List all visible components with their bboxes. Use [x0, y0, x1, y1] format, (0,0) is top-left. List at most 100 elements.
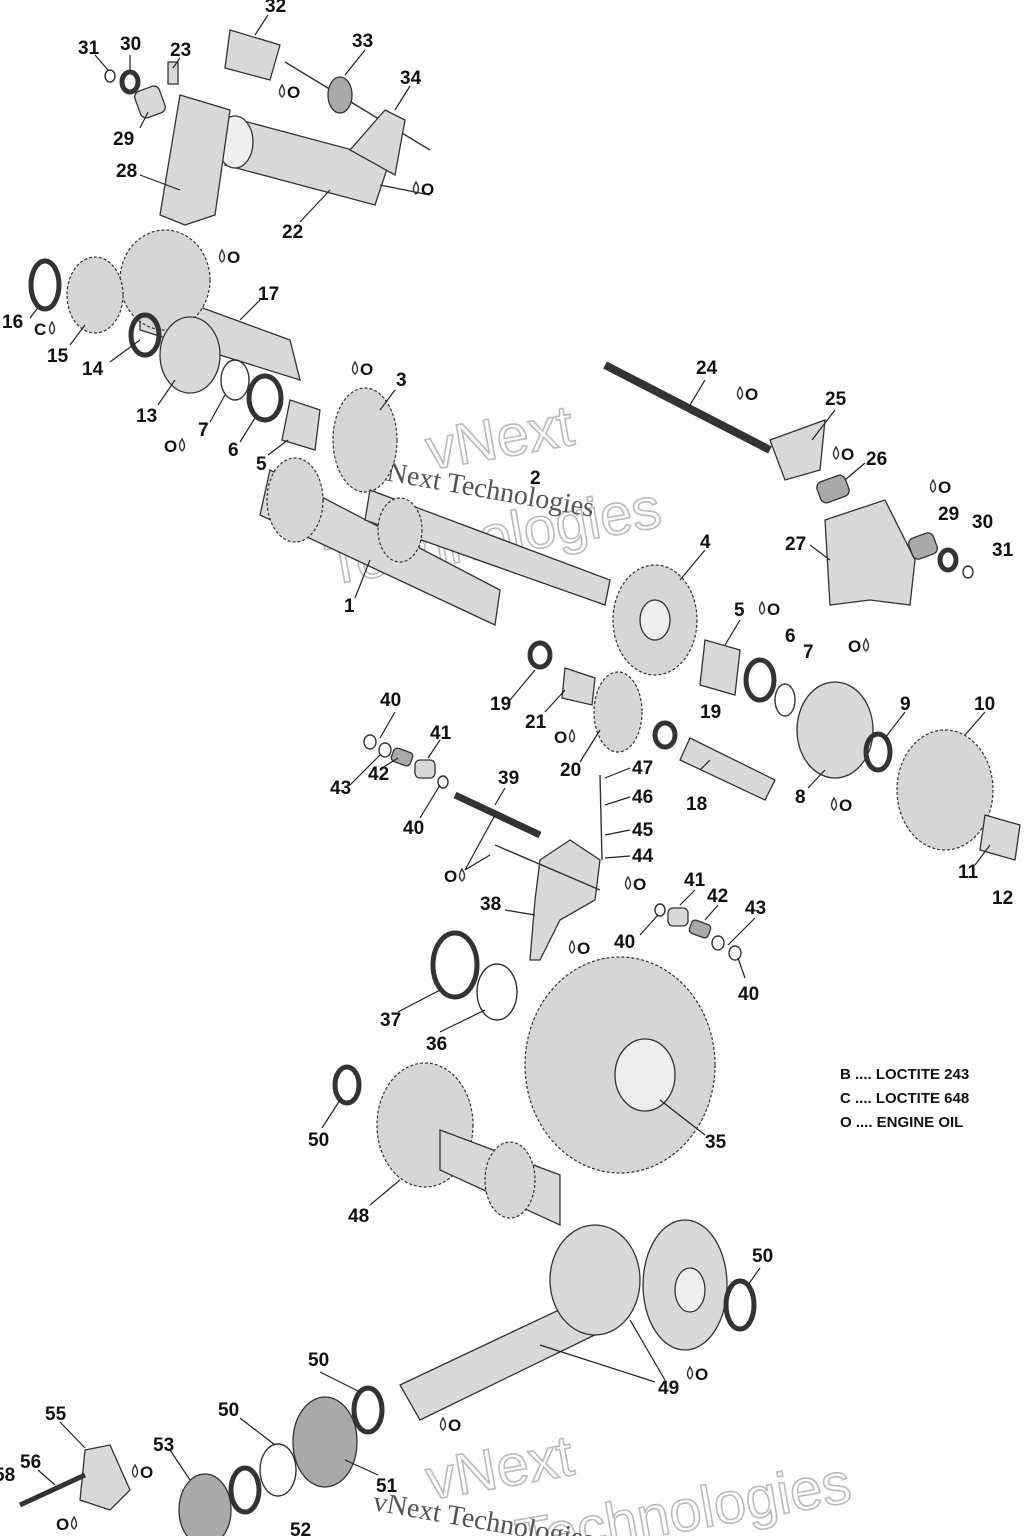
svg-text:O: O [140, 1463, 153, 1482]
svg-text:O: O [287, 83, 300, 102]
callout-45: 45 [632, 820, 654, 841]
callout-43a: 43 [330, 778, 351, 799]
bushing-21 [561, 667, 596, 706]
oil-marker-7: O [832, 445, 854, 464]
callout-3: 3 [396, 370, 407, 391]
callout-29a: 29 [113, 129, 134, 150]
callout-50d: 50 [218, 1400, 239, 1421]
leader-lines [29, 14, 991, 1486]
oil-marker-10: O [848, 637, 870, 656]
shift-fork-28 [159, 94, 231, 226]
svg-text:O: O [577, 939, 590, 958]
gear-on-shaft-1 [266, 457, 324, 543]
shift-fork-55 [79, 1444, 131, 1511]
oil-marker-11: O [554, 728, 576, 747]
svg-text:O: O [745, 385, 758, 404]
callout-38: 38 [480, 894, 501, 915]
callout-19a: 19 [490, 694, 511, 715]
legend-loctite-648: C .... LOCTITE 648 [840, 1090, 970, 1107]
callout-41b: 41 [684, 870, 706, 891]
gear-3 [332, 387, 398, 493]
ring-52 [228, 1465, 262, 1515]
shift-fork-32 [224, 29, 281, 81]
callout-11: 11 [958, 862, 979, 883]
oil-marker-17: O [439, 1416, 461, 1435]
svg-text:O: O [695, 1365, 708, 1384]
fork-rail-24 [603, 361, 772, 454]
oil-marker-4: O [351, 360, 373, 379]
ring-14 [128, 312, 162, 358]
callout-40c: 40 [614, 932, 635, 953]
torsion-spring-33 [327, 76, 353, 114]
callout-46: 46 [632, 787, 653, 808]
svg-text:O: O [938, 478, 951, 497]
svg-text:O: O [841, 445, 854, 464]
callout-24: 24 [696, 358, 718, 379]
differential-assembly [332, 930, 716, 1227]
bushing-11 [979, 814, 1021, 861]
callout-50b: 50 [752, 1246, 773, 1267]
callout-31a: 31 [78, 38, 100, 59]
ring-50c [351, 1385, 385, 1435]
svg-text:O: O [448, 1416, 461, 1435]
bearing-51 [292, 1396, 358, 1488]
oil-marker-12: O [830, 796, 852, 815]
spring-29-right [908, 532, 938, 560]
callout-25: 25 [825, 389, 847, 410]
callout-2: 2 [530, 468, 541, 489]
callout-31b: 31 [992, 540, 1014, 561]
callout-6b: 6 [785, 626, 796, 647]
differential-hub [614, 1038, 676, 1112]
callout-5b: 5 [734, 600, 745, 621]
svg-text:O: O [848, 637, 861, 656]
gear-16-large [119, 229, 211, 331]
shaft-2 [364, 489, 611, 606]
washer-30 [119, 69, 141, 95]
callout-15: 15 [47, 346, 69, 367]
shift-drum-shaft [379, 184, 431, 196]
lubricant-markers: O O O C O O O O O O O O O O O O O O O O [34, 83, 951, 1534]
ring-50d [259, 1443, 297, 1497]
spring-42b [688, 919, 712, 939]
callout-29b: 29 [938, 504, 959, 525]
callout-51: 51 [376, 1476, 398, 1497]
loctite-marker-16: C [34, 320, 56, 339]
circlip-40a [363, 734, 377, 750]
ring-6-mid [743, 657, 777, 703]
callout-52: 52 [290, 1520, 311, 1536]
fork-38-rod [494, 844, 601, 891]
callout-48: 48 [348, 1206, 369, 1227]
ring-50a [332, 1064, 362, 1106]
output-shaft-assembly [18, 1219, 757, 1536]
oil-marker-19: O [56, 1515, 78, 1534]
shift-rod-56 [18, 1472, 87, 1508]
shaft-18 [679, 737, 776, 801]
callout-4: 4 [700, 532, 711, 553]
shift-fork-25 [769, 419, 826, 481]
callout-10: 10 [974, 694, 995, 715]
shaft-49-hub [674, 1267, 706, 1313]
callout-33: 33 [352, 31, 373, 52]
oil-marker-16: O [686, 1365, 708, 1384]
callout-21: 21 [525, 712, 547, 733]
svg-text:O: O [839, 796, 852, 815]
circlip-31-right [962, 565, 974, 579]
bearing-13 [159, 316, 221, 394]
callout-20: 20 [560, 760, 581, 781]
bushing-5 [281, 399, 321, 451]
callout-42a: 42 [368, 764, 389, 785]
spring-29 [134, 85, 166, 119]
callout-50c: 50 [308, 1350, 329, 1371]
hub-8 [796, 681, 874, 779]
upper-shaft-assembly [28, 229, 611, 626]
ring-6 [246, 373, 284, 423]
lubricant-legend: B .... LOCTITE 243 C .... LOCTITE 648 O … [840, 1063, 969, 1135]
spring-26 [816, 474, 850, 504]
gear-4-hub [639, 599, 671, 641]
callout-7a: 7 [198, 420, 209, 441]
detent-stack-44-47 [599, 774, 603, 861]
callout-26: 26 [866, 449, 887, 470]
callout-42b: 42 [707, 886, 728, 907]
